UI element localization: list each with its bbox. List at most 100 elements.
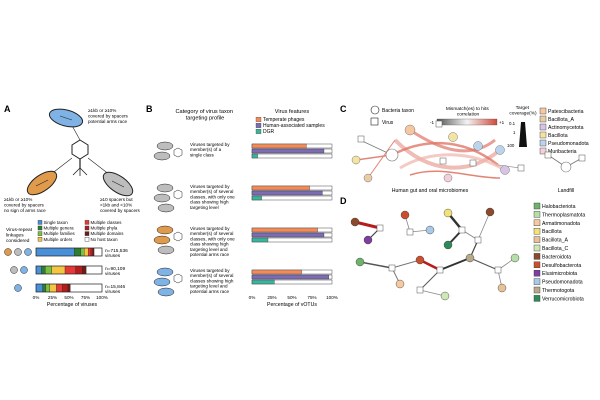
- legend-swatch: [84, 236, 90, 242]
- legend-virus: Virus: [382, 120, 394, 126]
- legend-swatch: [84, 220, 90, 225]
- legend-label: Multiple domains: [91, 231, 125, 236]
- network-label-landfill: Landfill: [558, 188, 574, 194]
- feature-bar: [251, 190, 323, 196]
- bacterium-icon-grey: [102, 171, 134, 197]
- bar-segment: [64, 265, 76, 275]
- legend-circle-icon: [370, 105, 380, 115]
- phage-icon: [173, 189, 183, 200]
- annot-top: ≥1kb or ≥10% covered by spacers potentia…: [88, 108, 129, 124]
- bar-segment: [87, 247, 91, 257]
- network-human-gut: [351, 120, 525, 183]
- bar-segment: [80, 247, 85, 257]
- bar-sub-label: viruses: [105, 253, 121, 259]
- coverage-wedge: [519, 122, 527, 147]
- bar-segment: [35, 265, 42, 275]
- taxon-label: Actinomycetota: [548, 125, 584, 131]
- taxon-swatch: [533, 211, 541, 218]
- phage-icon: [173, 147, 183, 158]
- panel-b: B Category of virus taxon targeting prof…: [146, 104, 338, 308]
- legend-bacteria-taxon: Bacteria taxon: [382, 108, 414, 114]
- panel-b-letter: B: [146, 104, 153, 114]
- legend-swatch: [37, 236, 43, 242]
- category-icon-bacteria: [153, 267, 175, 297]
- axis-tick-label: 100%: [96, 295, 108, 300]
- feature-bar: [251, 153, 258, 159]
- feature-bar: [251, 269, 302, 275]
- taxon-label: Thermotogota: [542, 288, 574, 294]
- bar-segment: [42, 283, 47, 293]
- feature-bar: [251, 227, 318, 233]
- bar-segment: [45, 283, 51, 293]
- taxon-label: Muribacteria: [548, 149, 577, 155]
- network-d: [350, 207, 520, 301]
- bar-segment: [67, 283, 71, 293]
- bar-segment: [35, 247, 75, 257]
- feature-bar: [251, 279, 275, 285]
- annot-right: ≥10 spacers but <1kb and <10% covered by…: [100, 197, 141, 213]
- legend-swatch: [37, 225, 43, 231]
- coverage-title: Target coverage(%): [509, 105, 537, 117]
- taxon-swatch: [533, 202, 541, 210]
- bar-sub-label: viruses: [105, 289, 121, 295]
- taxon-label: Patescibacteria: [548, 109, 584, 115]
- feature-bar-bg: [251, 195, 333, 201]
- bar-icons: [4, 248, 32, 292]
- panel-a-xlabel: Percentage of viruses: [47, 302, 98, 308]
- legend-label: Multiple genera: [44, 226, 75, 231]
- taxon-swatch: [533, 261, 541, 268]
- bar-segment: [35, 283, 43, 293]
- bar-segment: [45, 265, 52, 275]
- bacterium-icon-blue: [48, 108, 84, 128]
- panel-a-bars: n=715,536virusesn=90,109virusesn=15,846v…: [35, 247, 128, 295]
- legend-label: Temperate phages: [263, 117, 305, 123]
- bar-segment: [75, 265, 83, 275]
- feature-bar-bg: [251, 153, 333, 159]
- coverage-tick: 100: [507, 143, 515, 148]
- feature-bar: [251, 185, 310, 191]
- taxon-swatch: [533, 270, 541, 277]
- panel-d: D: [340, 196, 585, 302]
- panel-d-taxa-legend: HalobacteriotaThermoplasmatotaArmatimona…: [533, 202, 585, 302]
- bacterium-icon-orange: [26, 170, 58, 196]
- legend-swatch: [255, 117, 262, 122]
- coverage-tick: 1: [513, 130, 516, 135]
- taxon-label: Thermoplasmatota: [542, 212, 585, 218]
- taxon-swatch: [539, 147, 547, 155]
- axis-tick-label: 75%: [307, 295, 316, 300]
- legend-label: Multiple phyla: [91, 226, 118, 231]
- category-icon-bacteria: [153, 225, 175, 255]
- bar-segment: [92, 247, 95, 257]
- taxon-label: Verrucomicrobiota: [542, 296, 584, 302]
- bar-segment: [82, 265, 87, 275]
- panel-a-axis: 0%25%50%75%100%: [33, 295, 108, 300]
- axis-tick-label: 25%: [48, 295, 57, 300]
- bar-segment: [51, 265, 66, 275]
- legend-swatch: [255, 129, 262, 134]
- feature-bar: [251, 237, 269, 243]
- taxon-label: Armatimonadota: [542, 221, 580, 227]
- corr-max-label: +1: [499, 120, 505, 125]
- legend-swatch: [84, 231, 90, 236]
- bar-segment: [90, 247, 93, 257]
- bar-segment: [74, 247, 82, 257]
- taxon-swatch: [539, 139, 547, 147]
- taxon-label: Pseudomonadota: [548, 141, 589, 147]
- taxon-swatch: [533, 286, 541, 294]
- bar-outline: [35, 283, 103, 293]
- category-icon-bacteria: [153, 183, 175, 213]
- panel-b-axis: 0%25%50%75%100%: [249, 295, 338, 300]
- bar-segment: [41, 265, 46, 275]
- axis-tick-label: 100%: [326, 295, 338, 300]
- axis-tick-label: 0%: [33, 295, 40, 300]
- taxon-label: Elusimicrobiota: [542, 271, 577, 277]
- axis-tick-label: 75%: [81, 295, 90, 300]
- legend-label: Multiple classes: [91, 220, 123, 225]
- category-icon-bacteria: [153, 141, 174, 161]
- taxon-swatch: [533, 253, 541, 260]
- taxon-swatch: [539, 131, 547, 139]
